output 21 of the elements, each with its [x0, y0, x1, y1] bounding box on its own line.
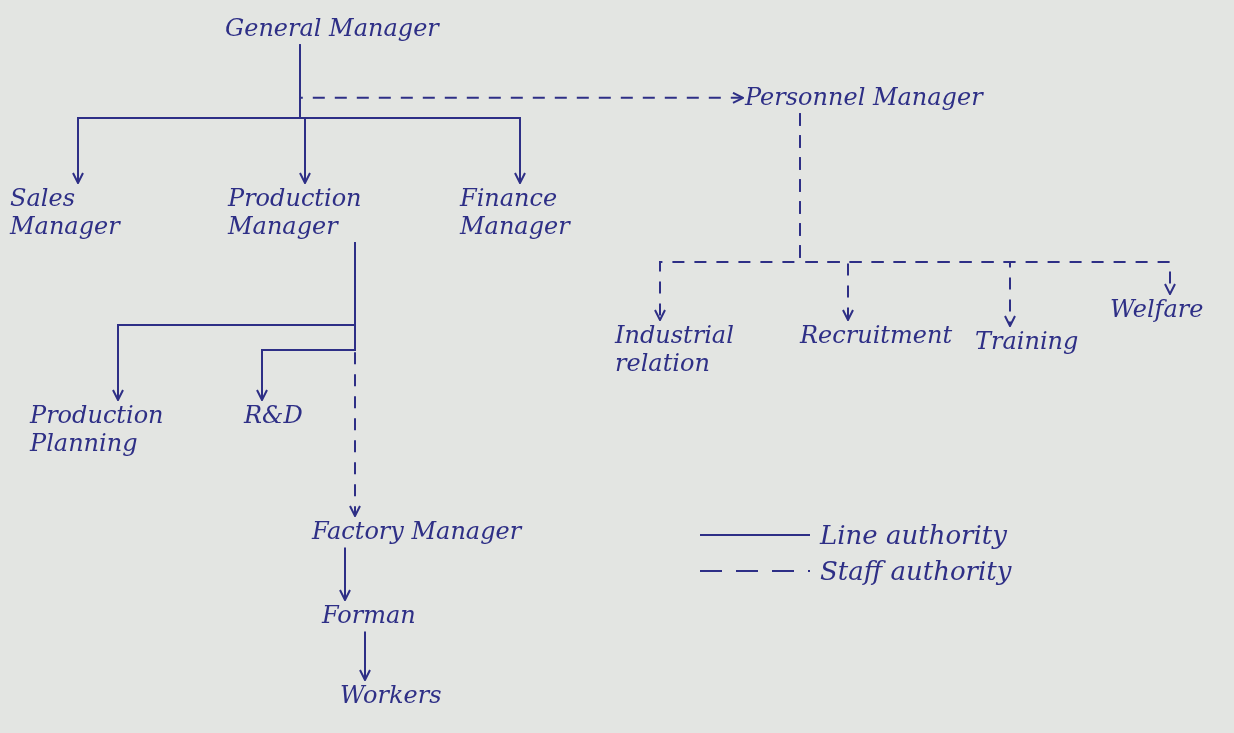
connector-arrow [299, 43, 526, 184]
connector-arrow [799, 112, 1176, 295]
node-label: Production Planning [30, 402, 165, 458]
connector-arrow [349, 241, 361, 517]
node-label: Welfare [1110, 296, 1204, 324]
node-label: General Manager [225, 15, 439, 43]
node-label: Industrial relation [615, 322, 735, 378]
connector-arrow [339, 546, 351, 601]
node-label: Forman [322, 602, 416, 630]
node-label: Training [975, 328, 1079, 356]
legend-label: Staff authority [820, 556, 1012, 586]
legend-label: Line authority [820, 520, 1007, 550]
node-label: Finance Manager [460, 185, 572, 241]
connector-arrow [359, 630, 371, 681]
node-label: Sales Manager [10, 185, 122, 241]
node-label: Personnel Manager [745, 84, 983, 112]
node-label: Production Manager [228, 185, 363, 241]
node-label: Factory Manager [312, 518, 522, 546]
node-label: R&D [244, 402, 303, 430]
node-label: Workers [340, 682, 442, 710]
node-label: Recruitment [800, 322, 953, 350]
